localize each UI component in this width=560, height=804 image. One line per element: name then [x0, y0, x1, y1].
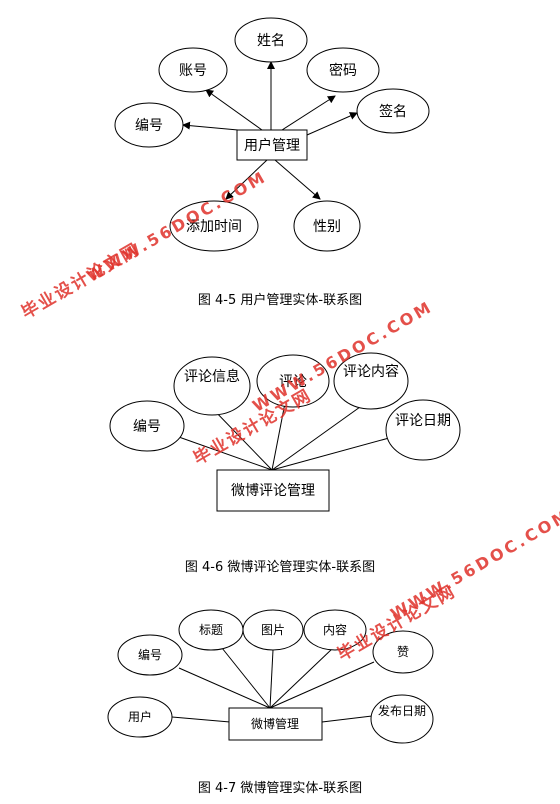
attribute-label: 评论	[279, 374, 307, 390]
relation-line	[178, 667, 271, 709]
attribute-label: 账号	[179, 63, 207, 79]
attribute-ellipse	[293, 200, 361, 252]
entity-label: 微博管理	[251, 716, 299, 731]
attribute-ellipse	[306, 47, 380, 93]
attribute-ellipse	[385, 399, 461, 461]
diagram-weibo-management: 标题 图片 内容 编号 赞 用户 发布日期 微博管理	[107, 609, 434, 744]
attribute-label: 评论日期	[395, 413, 451, 429]
attribute-label: 发布日期	[378, 703, 426, 718]
attribute-label: 性别	[313, 219, 341, 235]
attribute-ellipse	[256, 354, 330, 408]
relation-line	[182, 121, 239, 131]
attribute-label: 密码	[329, 62, 357, 79]
attribute-label: 签名	[379, 103, 407, 120]
relation-line	[205, 89, 263, 131]
entity-box	[216, 469, 330, 512]
figure-caption: 图 4-5 用户管理实体-联系图	[197, 293, 363, 308]
attribute-ellipse	[356, 88, 430, 134]
attribute-label: 编号	[133, 419, 161, 435]
attribute-ellipse	[114, 102, 184, 148]
attribute-label: 标题	[199, 623, 223, 637]
figure-caption: 图 4-7 微博管理实体-联系图	[197, 781, 363, 796]
diagram-weibo-comment-management: 评论信息 评论 评论内容 编号 评论日期 微博评论管理	[109, 352, 461, 512]
entity-label: 微博评论管理	[231, 482, 315, 499]
relation-line	[225, 159, 268, 200]
relation-line	[271, 401, 368, 471]
attribute-label: 用户	[128, 709, 152, 724]
relation-line	[271, 437, 390, 471]
relation-line	[271, 402, 286, 471]
attribute-ellipse	[303, 609, 367, 651]
attribute-ellipse	[370, 694, 434, 744]
relation-line	[175, 435, 273, 471]
attribute-label: 评论内容	[343, 363, 399, 380]
attribute-ellipse	[333, 352, 409, 410]
diagram-user-management: 姓名 账号 密码 编号 签名 添加时间 性别 用户管理	[114, 17, 430, 252]
attribute-ellipse	[169, 200, 259, 252]
attribute-label: 添加时间	[186, 219, 242, 235]
relation-line	[306, 112, 358, 136]
figure-caption: 图 4-6 微博评论管理实体-联系图	[184, 560, 376, 575]
attribute-ellipse	[234, 17, 308, 63]
attribute-label: 编号	[135, 118, 163, 134]
entity-box	[228, 707, 323, 741]
relation-line	[274, 159, 321, 200]
attribute-ellipse	[242, 609, 304, 651]
attribute-label: 图片	[261, 623, 285, 637]
attribute-label: 评论信息	[184, 368, 240, 385]
attribute-label: 内容	[323, 622, 347, 637]
attribute-ellipse	[158, 47, 228, 93]
entity-box	[236, 129, 308, 161]
attribute-label: 姓名	[257, 33, 285, 49]
relation-line	[269, 661, 375, 709]
relation-line	[210, 406, 273, 471]
entity-label: 用户管理	[244, 137, 300, 154]
attribute-ellipse	[173, 356, 251, 416]
relation-line	[321, 715, 373, 723]
relation-line	[221, 647, 271, 709]
attribute-ellipse	[372, 630, 434, 674]
label-line: 评论信息	[184, 368, 240, 385]
attribute-ellipse	[107, 696, 173, 738]
relation-line	[269, 647, 334, 709]
relation-line	[269, 649, 274, 709]
attribute-ellipse	[109, 400, 185, 452]
relation-line	[171, 716, 231, 723]
attribute-label: 赞	[397, 645, 409, 659]
relation-line	[281, 95, 336, 131]
attribute-label: 编号	[138, 647, 162, 662]
attribute-ellipse	[117, 634, 183, 676]
